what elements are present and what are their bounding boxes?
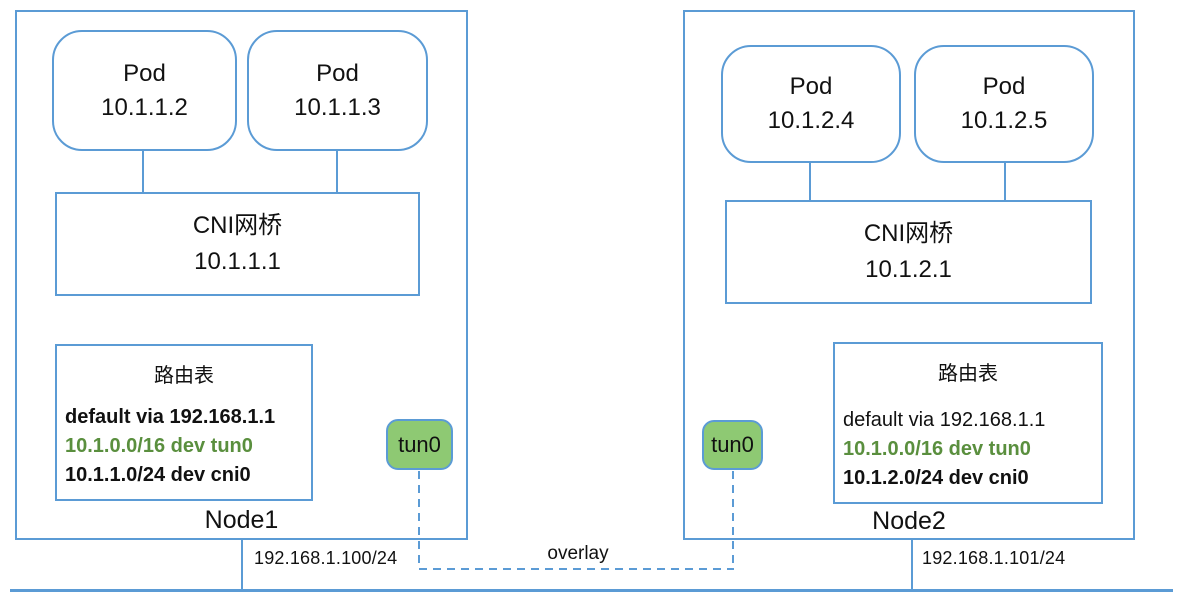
route-line-default: default via 192.168.1.1 (843, 409, 1046, 431)
physical-network-bus-line (10, 589, 1173, 592)
pod-ip: 10.1.1.3 (294, 93, 381, 121)
pod-ip: 10.1.2.5 (960, 107, 1048, 134)
overlay-label: overlay (547, 543, 609, 564)
route-table-box: 路由表 default via 192.168.1.1 10.1.0.0/16 … (833, 342, 1103, 504)
tun0-badge: tun0 (702, 420, 763, 470)
pod-to-bridge-connector (1004, 163, 1006, 200)
pod-to-bridge-connector (336, 151, 338, 192)
pod-to-bridge-connector (142, 151, 144, 192)
overlay-link-vertical-node2 (732, 471, 734, 568)
pod-label: Pod (123, 59, 166, 87)
route-line-tun0: 10.1.0.0/16 dev tun0 (65, 435, 253, 457)
pod-label: Pod (982, 73, 1026, 101)
route-line-cni0: 10.1.2.0/24 dev cni0 (843, 467, 1029, 489)
cni-bridge-box: CNI网桥 10.1.2.1 (725, 200, 1092, 304)
pod-label: Pod (316, 59, 359, 87)
overlay-link-vertical-node1 (418, 471, 420, 568)
pod-to-bridge-connector (809, 163, 811, 200)
node1-box (15, 10, 468, 540)
pod-ip: 10.1.1.2 (101, 93, 188, 121)
route-table-box: 路由表 default via 192.168.1.1 10.1.0.0/16 … (55, 344, 313, 501)
route-table-title: 路由表 (154, 365, 214, 387)
node1-uplink-line (241, 540, 243, 590)
tun0-label: tun0 (398, 431, 441, 457)
pod-ip: 10.1.2.4 (767, 107, 855, 134)
pod-box: Pod 10.1.1.2 (52, 30, 237, 151)
node2-label: Node2 (872, 507, 946, 535)
node2-uplink-line (911, 540, 913, 590)
route-line-default: default via 192.168.1.1 (65, 406, 276, 428)
cni-bridge-box: CNI网桥 10.1.1.1 (55, 192, 420, 296)
cni-bridge-ip: 10.1.1.1 (194, 248, 281, 275)
tun0-badge: tun0 (386, 419, 453, 470)
pod-box: Pod 10.1.2.4 (721, 45, 901, 163)
route-table-title: 路由表 (938, 363, 998, 385)
route-line-cni0: 10.1.1.0/24 dev cni0 (65, 464, 251, 486)
node1-host-ip-label: 192.168.1.100/24 (254, 548, 398, 568)
node1-label: Node1 (204, 506, 279, 534)
overlay-link-horizontal (419, 568, 734, 570)
node2-box (683, 10, 1135, 540)
cni-bridge-label: CNI网桥 (863, 220, 954, 247)
node2-host-ip-label: 192.168.1.101/24 (922, 548, 1066, 568)
pod-label: Pod (789, 73, 833, 101)
pod-box: Pod 10.1.1.3 (247, 30, 428, 151)
tun0-label: tun0 (711, 432, 754, 457)
pod-box: Pod 10.1.2.5 (914, 45, 1094, 163)
cni-bridge-label: CNI网桥 (192, 212, 283, 239)
cni-bridge-ip: 10.1.2.1 (865, 256, 952, 283)
route-line-tun0: 10.1.0.0/16 dev tun0 (843, 438, 1031, 460)
